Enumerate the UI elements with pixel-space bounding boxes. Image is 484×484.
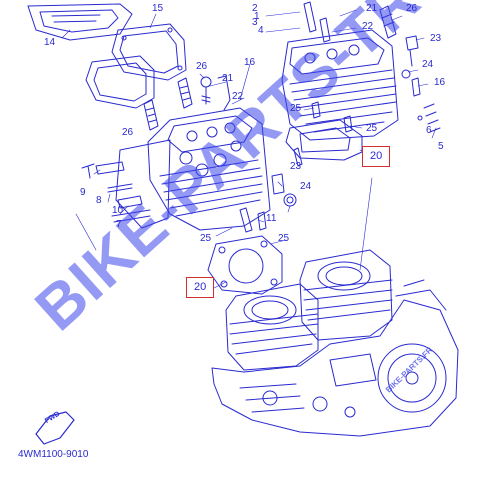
callout-16: 16 xyxy=(434,77,446,88)
callout-22: 22 xyxy=(362,21,374,32)
callout-21: 21 xyxy=(222,73,234,84)
fwd-arrow-icon xyxy=(35,411,75,445)
callout-26: 26 xyxy=(406,3,418,14)
cylinder-head-right xyxy=(281,29,399,141)
cylinder-gasket-left xyxy=(207,235,283,295)
callout-21: 21 xyxy=(366,3,378,14)
callout-10: 10 xyxy=(112,205,124,216)
cylinder-head-left xyxy=(115,107,271,231)
callout-26: 26 xyxy=(196,61,208,72)
callout-1: 1 xyxy=(254,11,260,22)
callout-20-boxed: 20 xyxy=(186,277,215,298)
callout-22: 22 xyxy=(232,91,244,102)
callout-9: 9 xyxy=(80,187,86,198)
callout-24: 24 xyxy=(300,181,312,192)
callout-5: 5 xyxy=(438,141,444,152)
leader-lines xyxy=(61,9,437,289)
gasket-22-left xyxy=(85,55,155,109)
callout-26: 26 xyxy=(122,127,134,138)
callout-15: 15 xyxy=(152,3,164,14)
callout-25: 25 xyxy=(278,233,290,244)
small-parts-right xyxy=(311,69,411,133)
valve-parts-right xyxy=(303,1,441,133)
callout-25: 25 xyxy=(200,233,212,244)
callout-11: 11 xyxy=(266,213,277,224)
callout-23: 23 xyxy=(290,161,302,172)
callout-3: 3 xyxy=(252,17,258,28)
gasket-15 xyxy=(111,23,187,81)
cylinder-gasket-right xyxy=(285,119,363,161)
callout-8: 8 xyxy=(96,195,102,206)
callout-7: 7 xyxy=(116,219,122,230)
callout-4: 4 xyxy=(258,25,264,36)
callout-23: 23 xyxy=(430,33,442,44)
part-code: 4WM1100-9010 xyxy=(18,449,89,460)
callout-6: 6 xyxy=(426,125,432,136)
callout-25: 25 xyxy=(366,123,378,134)
engine-block xyxy=(211,249,459,437)
small-parts-center xyxy=(239,147,303,233)
callout-2: 2 xyxy=(252,3,258,14)
callout-16: 16 xyxy=(244,57,256,68)
callout-25: 25 xyxy=(290,103,302,114)
spark-plug-left-upper xyxy=(177,77,193,109)
spark-plug-left-lower xyxy=(143,99,159,131)
callout-14: 14 xyxy=(44,37,56,48)
valve-parts-left xyxy=(81,161,151,223)
callout-24: 24 xyxy=(422,59,434,70)
bolt-21 xyxy=(200,75,231,111)
rocker-cover-left xyxy=(27,3,133,41)
callout-20-boxed: 20 xyxy=(362,146,391,167)
